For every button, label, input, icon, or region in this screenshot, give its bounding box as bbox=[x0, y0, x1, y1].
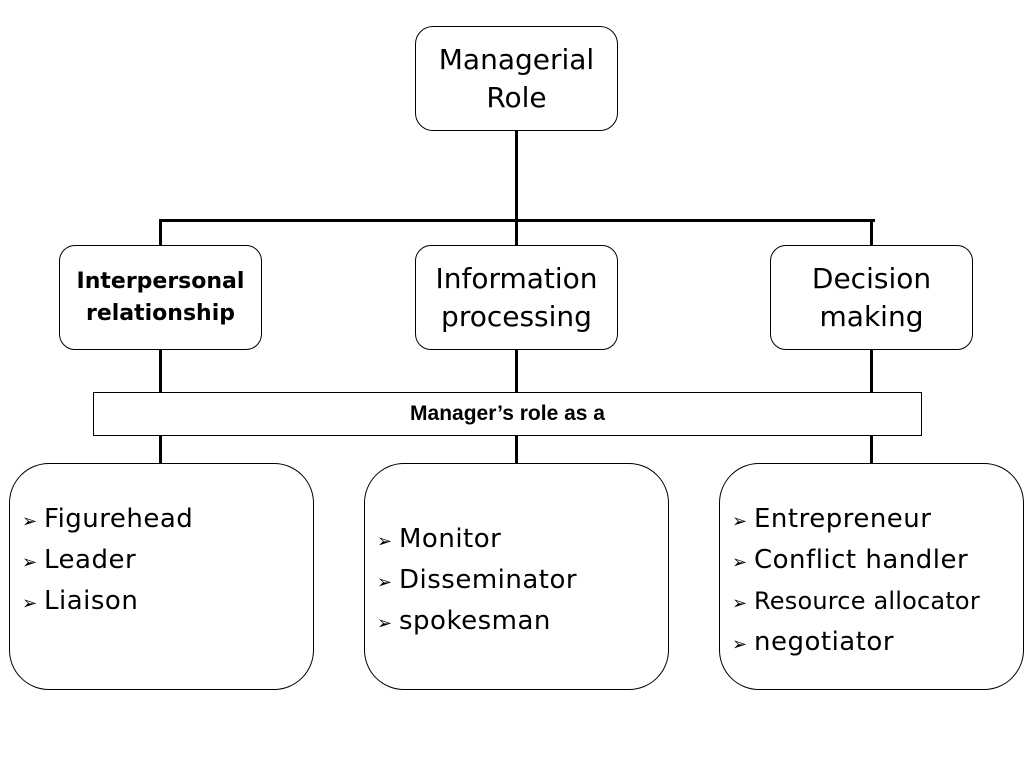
root-label-line-2: Role bbox=[486, 80, 547, 114]
role-item-label: Conflict handler bbox=[754, 545, 969, 575]
arrow-bullet-icon: ➢ bbox=[377, 613, 393, 634]
arrow-bullet-icon: ➢ bbox=[22, 593, 38, 614]
roles-box-interpersonal: ➢ Figurehead ➢ Leader ➢ Liaison bbox=[9, 463, 314, 690]
connector-to-decision bbox=[870, 219, 873, 246]
roles-box-decision: ➢ Entrepreneur ➢ Conflict handler ➢ Resourc… bbox=[719, 463, 1024, 690]
role-item: ➢ Leader bbox=[22, 541, 193, 582]
roles-banner: Manager’s role as a bbox=[93, 392, 922, 436]
role-item: ➢ spokesman bbox=[377, 602, 577, 643]
role-item: ➢ Conflict handler bbox=[732, 541, 980, 582]
root-node-managerial-role: Managerial Role bbox=[415, 26, 618, 131]
arrow-bullet-icon: ➢ bbox=[732, 511, 748, 532]
root-label-line-1: Managerial bbox=[438, 42, 595, 76]
role-item: ➢ Disseminator bbox=[377, 561, 577, 602]
role-item-label: Monitor bbox=[399, 524, 502, 554]
arrow-bullet-icon: ➢ bbox=[377, 572, 393, 593]
category-interpersonal-line-1: Interpersonal bbox=[76, 268, 245, 294]
role-item: ➢ negotiator bbox=[732, 623, 980, 664]
arrow-bullet-icon: ➢ bbox=[22, 511, 38, 532]
role-item: ➢ Resource allocator bbox=[732, 582, 980, 623]
role-item-label: Entrepreneur bbox=[754, 504, 932, 534]
category-node-interpersonal: Interpersonal relationship bbox=[59, 245, 262, 350]
connector-to-information bbox=[515, 219, 518, 246]
connector-root-down bbox=[515, 130, 518, 222]
role-item-label: spokesman bbox=[399, 606, 551, 636]
arrow-bullet-icon: ➢ bbox=[732, 552, 748, 573]
role-item-label: Disseminator bbox=[399, 565, 578, 595]
roles-list-information: ➢ Monitor ➢ Disseminator ➢ spokesman bbox=[377, 520, 577, 643]
roles-list-interpersonal: ➢ Figurehead ➢ Leader ➢ Liaison bbox=[22, 500, 193, 623]
roles-banner-text: Manager’s role as a bbox=[410, 402, 605, 425]
role-item-label: Liaison bbox=[44, 586, 139, 616]
role-item-label: negotiator bbox=[754, 627, 895, 657]
category-decision-line-2: making bbox=[819, 299, 924, 333]
roles-box-information: ➢ Monitor ➢ Disseminator ➢ spokesman bbox=[364, 463, 669, 690]
category-interpersonal-line-2: relationship bbox=[85, 300, 236, 326]
arrow-bullet-icon: ➢ bbox=[22, 552, 38, 573]
roles-list-decision: ➢ Entrepreneur ➢ Conflict handler ➢ Resourc… bbox=[732, 500, 980, 664]
category-decision-line-1: Decision bbox=[811, 261, 932, 295]
category-information-line-1: Information bbox=[435, 261, 598, 295]
role-item-label: Resource allocator bbox=[754, 587, 980, 615]
role-item-label: Figurehead bbox=[44, 504, 194, 534]
category-information-line-2: processing bbox=[441, 299, 592, 333]
role-item: ➢ Monitor bbox=[377, 520, 577, 561]
arrow-bullet-icon: ➢ bbox=[377, 531, 393, 552]
role-item: ➢ Figurehead bbox=[22, 500, 193, 541]
connector-to-interpersonal bbox=[159, 219, 162, 246]
category-node-decision: Decision making bbox=[770, 245, 973, 350]
role-item-label: Leader bbox=[44, 545, 137, 575]
role-item: ➢ Entrepreneur bbox=[732, 500, 980, 541]
arrow-bullet-icon: ➢ bbox=[732, 593, 748, 614]
arrow-bullet-icon: ➢ bbox=[732, 634, 748, 655]
category-node-information: Information processing bbox=[415, 245, 618, 350]
role-item: ➢ Liaison bbox=[22, 582, 193, 623]
